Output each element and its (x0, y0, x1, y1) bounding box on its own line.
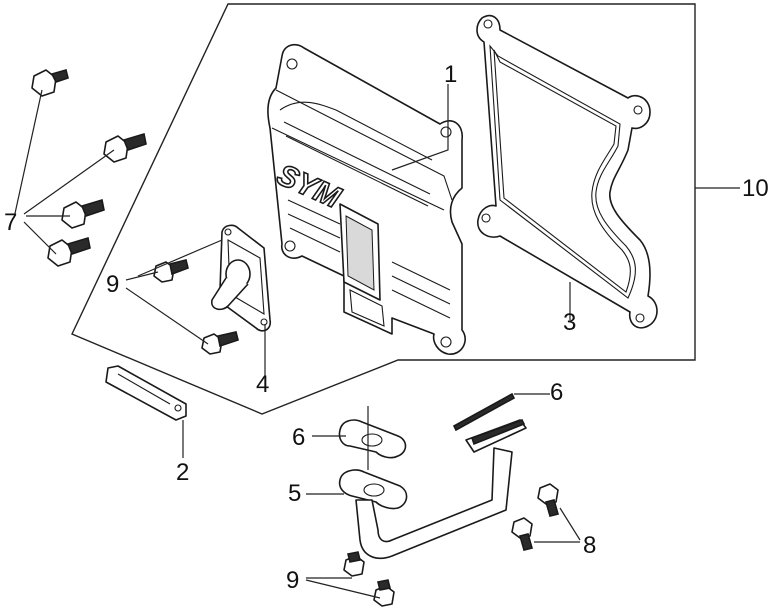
bolt-icon (31, 69, 147, 267)
small-gasket-icon (338, 419, 407, 459)
callout-9-upper: 9 (106, 271, 119, 298)
callout-6-lower: 6 (292, 424, 305, 451)
seal-strip-icon (452, 392, 516, 432)
callout-5: 5 (288, 480, 301, 507)
callout-1: 1 (444, 61, 457, 88)
bolt-9-lower (343, 551, 395, 607)
leader-lines (13, 84, 581, 599)
cylinder-head-cover-icon: SYM (267, 43, 466, 355)
assembly-frame (71, 3, 740, 415)
cover-plate-icon (211, 224, 272, 332)
callouts: 1 2 3 4 5 6 6 7 8 9 9 10 (4, 61, 769, 594)
bolt-7c (61, 198, 105, 229)
bolt-8 (511, 483, 559, 551)
bolt-7a (31, 69, 69, 97)
callout-6-upper: 6 (550, 379, 563, 406)
bolt-7b (103, 132, 147, 163)
callout-3: 3 (563, 309, 576, 336)
callout-8: 8 (583, 532, 596, 559)
callout-7: 7 (4, 209, 17, 236)
callout-4: 4 (256, 371, 269, 398)
breather-pipe-icon (338, 419, 527, 560)
bracket-icon (105, 365, 187, 421)
callout-10: 10 (742, 175, 769, 202)
bolt-7d (47, 236, 91, 267)
callout-9-lower: 9 (286, 567, 299, 594)
gasket-icon (476, 14, 658, 329)
callout-2: 2 (176, 459, 189, 486)
